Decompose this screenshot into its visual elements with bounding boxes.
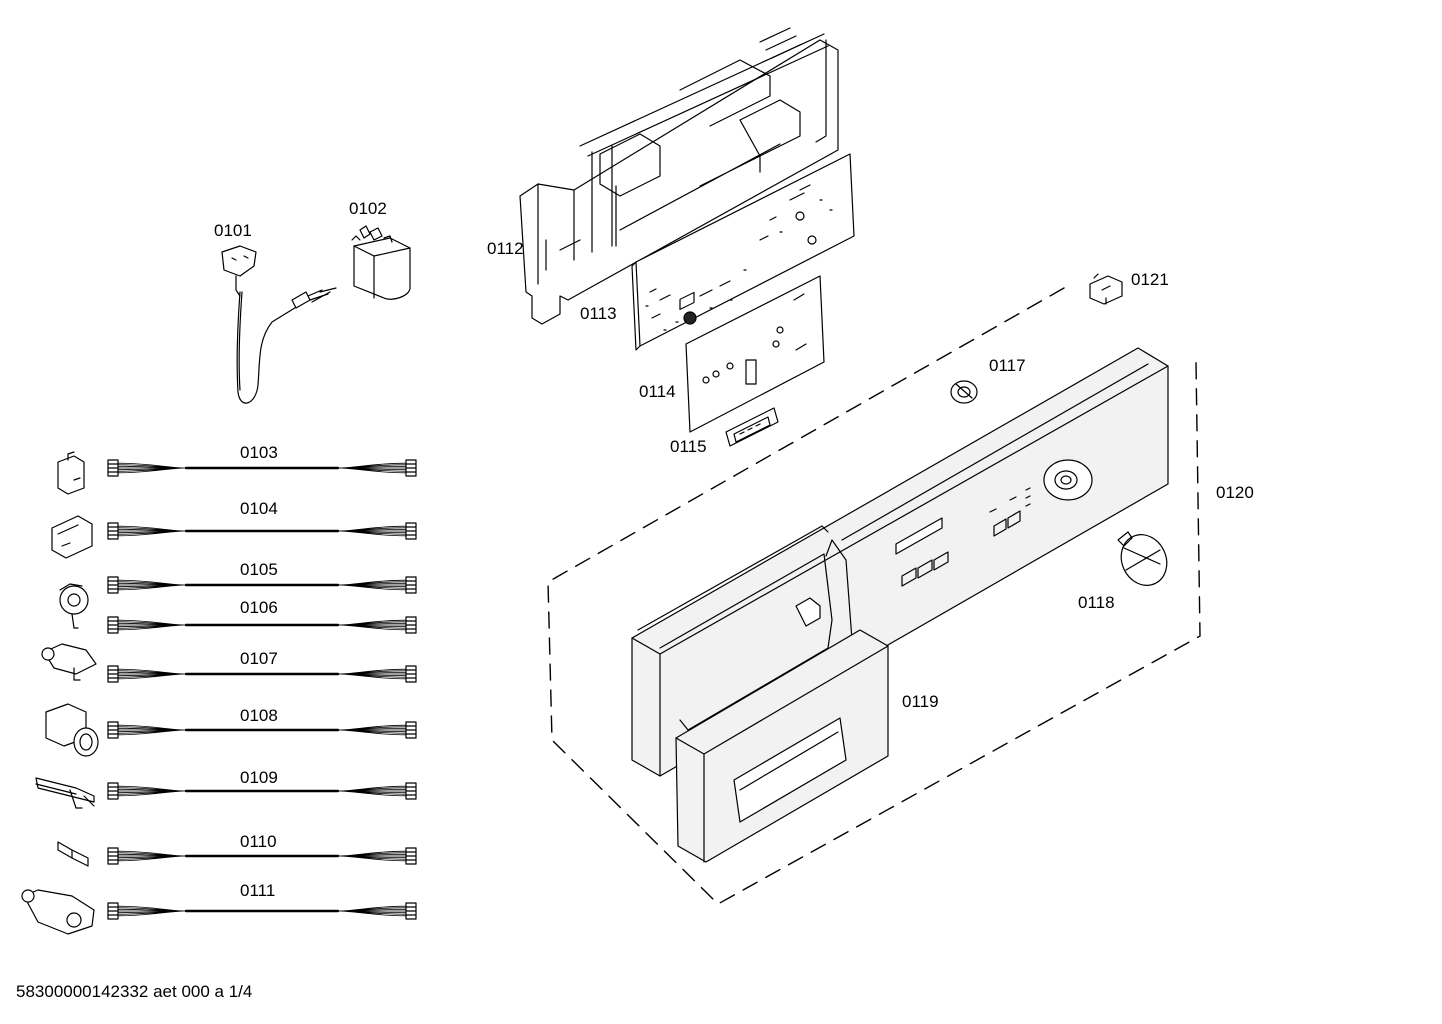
display-module-drawing xyxy=(725,407,779,447)
assembly-outline xyxy=(547,287,1201,905)
part-label-0108: 0108 xyxy=(240,706,278,725)
part-label-0110: 0110 xyxy=(240,832,277,851)
part-label-0120: 0120 xyxy=(1216,483,1254,502)
harness-component-icons xyxy=(21,451,99,935)
part-label-0121: 0121 xyxy=(1131,270,1169,289)
part-label-0113: 0113 xyxy=(580,304,617,323)
drawer-handle-drawing xyxy=(675,629,889,863)
part-label-0101: 0101 xyxy=(214,221,252,240)
part-label-0102: 0102 xyxy=(349,199,387,218)
suppressor-drawing xyxy=(351,225,411,300)
display-pcb-drawing xyxy=(685,275,825,433)
part-label-0106: 0106 xyxy=(240,598,278,617)
main-pcb-drawing xyxy=(631,153,855,351)
part-label-0109: 0109 xyxy=(240,768,278,787)
part-label-0117: 0117 xyxy=(989,356,1026,375)
part-label-0105: 0105 xyxy=(240,560,278,579)
program-knob-drawing xyxy=(1117,531,1168,586)
wire-harness-group xyxy=(107,459,417,920)
part-label-0103: 0103 xyxy=(240,443,278,462)
part-label-0119: 0119 xyxy=(902,692,939,711)
part-label-0115: 0115 xyxy=(670,437,707,456)
power-cord-drawing xyxy=(221,245,337,404)
part-label-0111: 0111 xyxy=(240,881,276,900)
part-label-0114: 0114 xyxy=(639,382,676,401)
clip-drawing xyxy=(1089,273,1123,305)
drawing-reference-number: 58300000142332 aet 000 a 1/4 xyxy=(16,982,253,1001)
part-label-0118: 0118 xyxy=(1078,593,1115,612)
part-label-0107: 0107 xyxy=(240,649,278,668)
control-panel-drawing xyxy=(631,347,1169,777)
part-label-0112: 0112 xyxy=(487,239,524,258)
control-housing-drawing xyxy=(519,27,839,325)
small-knob-drawing xyxy=(950,380,978,404)
part-label-0104: 0104 xyxy=(240,499,278,518)
